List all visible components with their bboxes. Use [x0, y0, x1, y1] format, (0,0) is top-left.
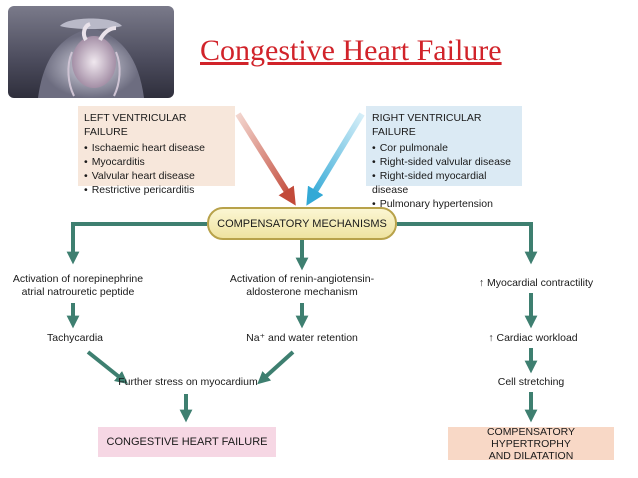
left-box-heading: LEFT VENTRICULAR FAILURE — [84, 112, 187, 138]
list-item: Restrictive pericarditis — [84, 183, 229, 197]
sodium-water-retention-label: Na⁺ and water retention — [246, 332, 358, 344]
list-item: Right-sided valvular disease — [372, 155, 516, 169]
torso-illustration — [38, 18, 144, 98]
tachycardia-label: Tachycardia — [46, 332, 104, 344]
list-item: Pulmonary hypertension — [372, 197, 516, 211]
cardiac-workload-label: ↑ Cardiac workload — [488, 332, 578, 344]
norepinephrine-activation-label: Activation of norepinephrine atrial natr… — [3, 273, 153, 299]
list-item: Ischaemic heart disease — [84, 141, 229, 155]
page-title: Congestive Heart Failure — [200, 34, 502, 67]
text-line: AND DILATATION — [488, 449, 574, 462]
list-item: Cor pulmonale — [372, 141, 516, 155]
compensatory-mechanisms-node: COMPENSATORY MECHANISMS — [207, 207, 397, 240]
flow-arrow — [86, 350, 128, 384]
text-line: Activation of norepinephrine — [12, 273, 144, 285]
list-item: Valvular heart disease — [84, 169, 229, 183]
text-line: aldosterone mechanism — [246, 286, 358, 298]
left-ventricular-failure-box: LEFT VENTRICULAR FAILURE Ischaemic heart… — [78, 106, 235, 196]
further-stress-label: Further stress on myocardium — [118, 376, 258, 388]
list-item: Myocarditis — [84, 155, 229, 169]
branch-line — [397, 222, 538, 265]
list-item: Right-sided myocardial disease — [372, 169, 516, 197]
red-inflow-arrow — [235, 112, 296, 206]
blue-inflow-arrow — [306, 112, 365, 206]
right-ventricular-failure-box: RIGHT VENTRICULAR FAILURE Cor pulmonale … — [366, 106, 522, 210]
raas-activation-label: Activation of renin-angiotensin- aldoste… — [222, 273, 382, 299]
cell-stretching-label: Cell stretching — [497, 376, 565, 388]
text-line: atrial natrouretic peptide — [21, 286, 135, 298]
text-line: Activation of renin-angiotensin- — [229, 273, 375, 285]
myocardial-contractility-label: ↑ Myocardial contractility — [478, 277, 594, 289]
compensatory-hypertrophy-box: COMPENSATORY HYPERTROPHY AND DILATATION — [448, 425, 614, 462]
flow-arrow — [257, 350, 295, 385]
branch-line — [66, 222, 207, 265]
heart-anatomy-image — [8, 6, 174, 98]
congestive-heart-failure-box: CONGESTIVE HEART FAILURE — [98, 427, 276, 457]
right-box-heading: RIGHT VENTRICULAR FAILURE — [372, 112, 482, 138]
text-line: COMPENSATORY HYPERTROPHY — [486, 425, 576, 450]
